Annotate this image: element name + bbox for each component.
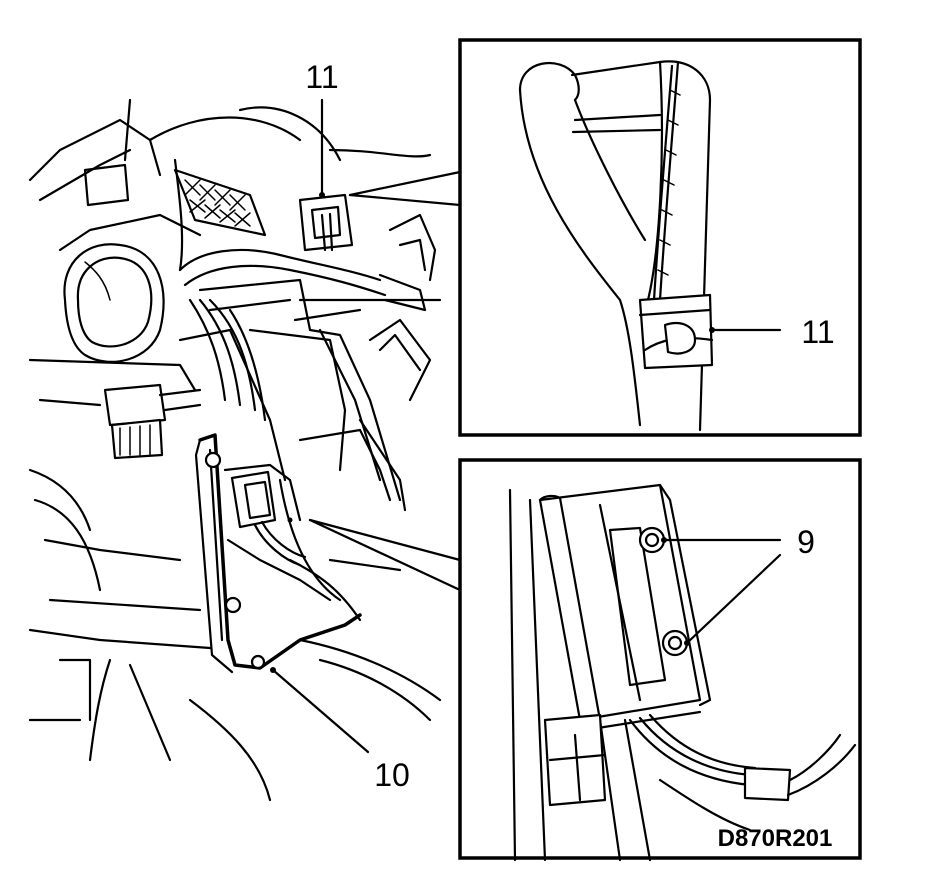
- connector-left: [103, 383, 202, 460]
- callout-9: 9: [797, 524, 815, 560]
- callout-10: 10: [374, 757, 410, 793]
- leader-9-lower: [685, 553, 782, 645]
- wiring-harness: [178, 248, 427, 422]
- oval-opening: [63, 243, 165, 363]
- pointer-bottom-upper: [308, 518, 462, 562]
- figure-code: D870R201: [718, 825, 833, 852]
- pointer-top-lower: [348, 193, 462, 207]
- vent-grille: [173, 168, 267, 237]
- leader-10: [271, 668, 370, 754]
- pointer-bottom-lower: [308, 518, 462, 592]
- callout-11-main: 11: [305, 59, 338, 95]
- callout-11-inset: 11: [801, 314, 834, 350]
- bracket-assembly: [178, 278, 407, 622]
- inset-top: 11: [458, 38, 862, 437]
- main-view: 11 10: [28, 59, 442, 802]
- inset-bottom: 9 D870R201: [458, 458, 862, 862]
- pointer-top-upper: [348, 170, 462, 197]
- control-module-10: [194, 433, 362, 674]
- clip-11-main: [298, 193, 354, 252]
